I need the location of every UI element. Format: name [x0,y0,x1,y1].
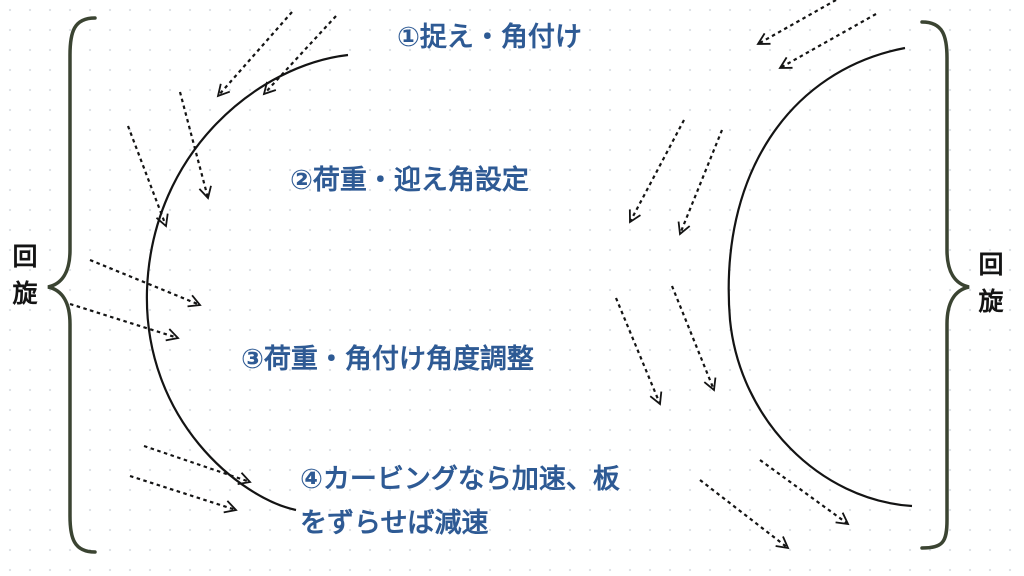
force-arrow-left-3b [69,302,180,342]
force-arrow-left-4b [129,474,238,514]
force-arrow-right-2b [677,129,724,236]
force-arrow-right-1a [756,0,837,45]
right-rotation-char-1: 回 [978,250,1004,279]
left-turn-arc [145,53,349,512]
right-turn-arc [727,46,913,508]
force-arrow-left-2b [126,125,169,228]
force-arrow-right-4b [699,479,790,550]
force-arrow-right-3b [670,285,717,392]
force-arrow-right-3a [614,297,663,406]
right-brace [920,20,970,550]
force-arrow-right-2a [628,119,685,224]
left-rotation-char-1: 回 [12,242,38,271]
step-4-label-line2: をずらせば減速 [300,508,489,539]
step-1-label: ①捉え・角付け [397,22,582,53]
right-rotation-char-2: 旋 [978,287,1004,316]
left-rotation-char-2: 旋 [12,279,38,308]
step-3-label: ③荷重・角付け角度調整 [241,344,534,375]
force-arrow-right-4a [759,459,850,526]
force-arrow-left-2a [178,91,212,200]
right-rotation-label: 回 旋 [974,246,1008,320]
force-arrow-left-3a [89,258,202,308]
left-rotation-label: 回 旋 [8,238,42,312]
force-arrow-left-1a [216,11,293,98]
force-arrow-right-1b [778,13,877,69]
step-4-label-line1: ④カービングなら加速、板 [300,464,620,495]
step-2-label: ②荷重・迎え角設定 [290,165,529,196]
force-arrow-left-4a [143,444,252,486]
force-arrow-left-1b [262,15,337,96]
left-brace [47,16,97,554]
